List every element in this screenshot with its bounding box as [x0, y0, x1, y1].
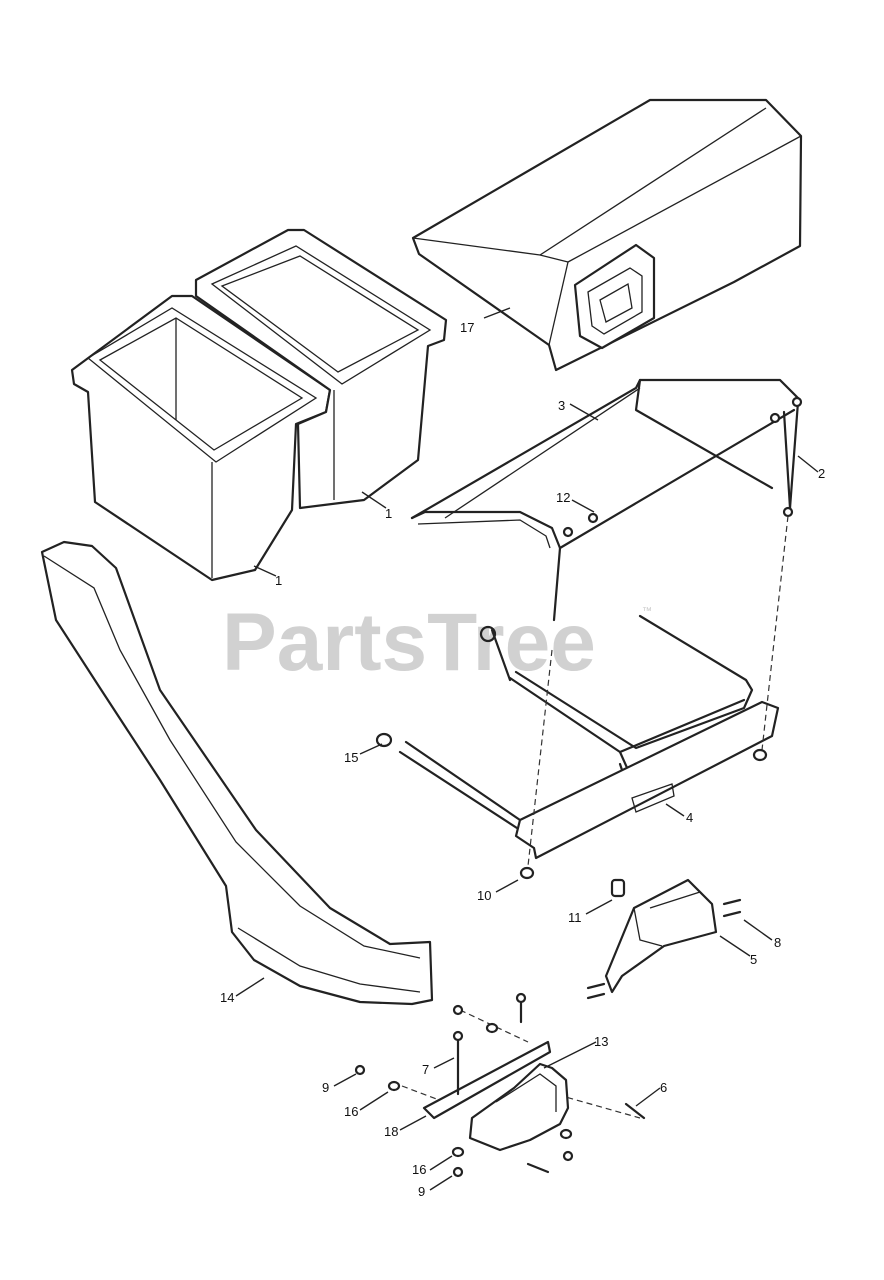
callout-13: 13: [594, 1034, 608, 1049]
part-11-fitting[interactable]: [610, 878, 626, 898]
part-5-bracket[interactable]: [604, 878, 718, 994]
watermark-text: PartsTree: [222, 597, 596, 688]
callout-10: 10: [477, 888, 491, 903]
callout-11: 11: [568, 910, 582, 925]
callout-16-lower: 16: [412, 1162, 426, 1177]
part-1-bag-rear[interactable]: [194, 228, 448, 510]
callout-17: 17: [460, 320, 474, 335]
callout-2: 2: [818, 466, 825, 481]
callout-7: 7: [422, 1062, 429, 1077]
callout-leaders: [235, 307, 819, 1191]
callout-9-lower: 9: [418, 1184, 425, 1199]
watermark-trademark: ™: [642, 606, 652, 617]
callout-3: 3: [558, 398, 565, 413]
callout-5: 5: [750, 952, 757, 967]
callout-1-rear: 1: [385, 506, 392, 521]
partstree-watermark: PartsTree ™: [222, 597, 652, 688]
part-13-scoop[interactable]: [468, 1062, 570, 1152]
part-1-bag-front[interactable]: [70, 294, 332, 582]
part-2-rod[interactable]: [782, 396, 803, 518]
part-6-bolts[interactable]: [526, 1102, 646, 1174]
part-14-chute[interactable]: [40, 540, 434, 1006]
callout-1-front: 1: [275, 573, 282, 588]
part-16-washers[interactable]: [387, 1022, 573, 1158]
part-12-nut[interactable]: [562, 412, 781, 538]
callout-8: 8: [774, 935, 781, 950]
callout-6: 6: [660, 1080, 667, 1095]
callout-18: 18: [384, 1124, 398, 1139]
part-15-plug[interactable]: [375, 732, 393, 748]
part-17-bag-cover[interactable]: [411, 98, 803, 372]
callout-4: 4: [686, 810, 693, 825]
part-3-upper-frame[interactable]: [410, 378, 802, 622]
part-8-screws[interactable]: [586, 898, 742, 1000]
callout-labels: 17 3 2 12 1 1 15 4 10 11 8 5 14 13 7 9 6…: [220, 320, 825, 1199]
callout-16-upper: 16: [344, 1104, 358, 1119]
callout-14: 14: [220, 990, 234, 1005]
part-18-plate[interactable]: [422, 1040, 552, 1120]
part-4-lower-frame[interactable]: [398, 614, 780, 860]
part-7-bolts[interactable]: [452, 992, 527, 1096]
callout-15: 15: [344, 750, 358, 765]
part-9-nuts[interactable]: [354, 1004, 574, 1178]
part-10-nut[interactable]: [519, 748, 768, 880]
callout-9-upper: 9: [322, 1080, 329, 1095]
callout-12: 12: [556, 490, 570, 505]
